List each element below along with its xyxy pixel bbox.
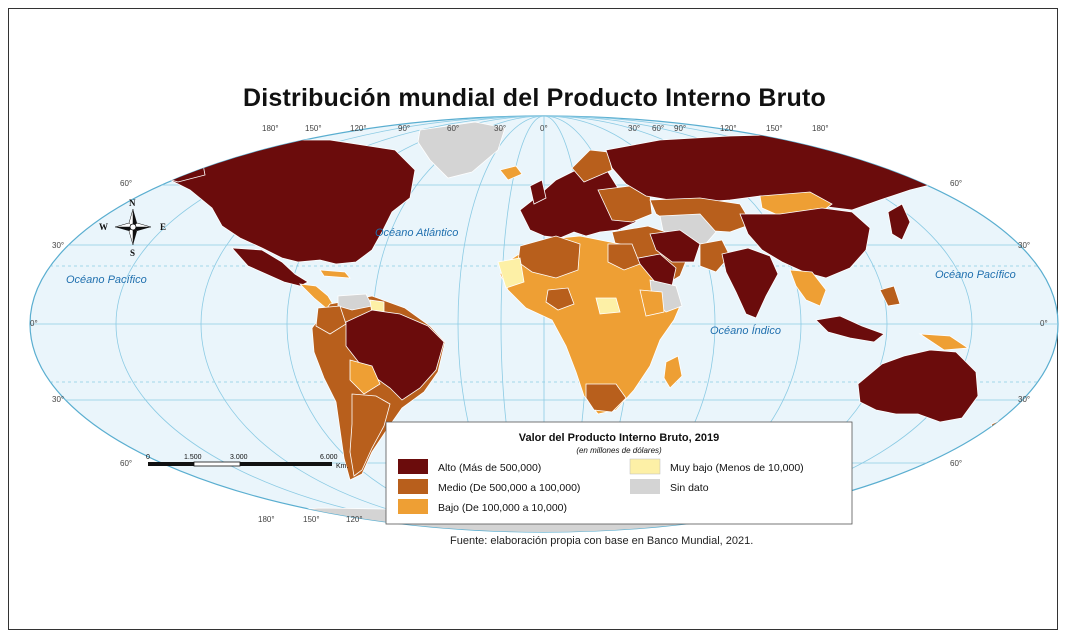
region-colombia bbox=[315, 305, 347, 335]
legend-swatch-muy-bajo bbox=[629, 458, 661, 475]
legend-swatch-medio bbox=[398, 479, 428, 494]
region-nigeria bbox=[545, 287, 575, 311]
ocean-label-indian: Océano Índico bbox=[710, 324, 781, 337]
graticule bbox=[30, 116, 1058, 532]
compass-s: S bbox=[130, 248, 135, 258]
compass-w: W bbox=[99, 222, 108, 232]
region-central-africa-lowest bbox=[595, 297, 621, 315]
legend-label-muy-bajo: Muy bajo (Menos de 10,000) bbox=[670, 462, 804, 474]
lat-label: 60° bbox=[120, 179, 132, 188]
lon-label: 90° bbox=[674, 124, 686, 133]
region-mexico bbox=[231, 247, 309, 287]
legend-box bbox=[385, 421, 853, 525]
region-south-africa bbox=[585, 383, 627, 413]
lon-label: 60° bbox=[447, 124, 459, 133]
legend-swatch-bajo bbox=[398, 499, 428, 514]
lon-label: 90° bbox=[398, 124, 410, 133]
lon-label: 60° bbox=[652, 124, 664, 133]
region-india bbox=[721, 247, 779, 319]
scale-tick: 0 bbox=[146, 454, 150, 461]
region-indonesia bbox=[815, 315, 885, 343]
region-mauritania bbox=[497, 257, 525, 289]
compass-e: E bbox=[160, 222, 166, 232]
lon-label: 120° bbox=[720, 124, 737, 133]
lon-label: 120° bbox=[350, 124, 367, 133]
scale-tick: 1.500 bbox=[184, 454, 202, 461]
compass-rose-icon bbox=[114, 208, 152, 246]
legend-label-sin-dato: Sin dato bbox=[670, 482, 709, 494]
map-title: Distribución mundial del Producto Intern… bbox=[242, 84, 826, 112]
region-pakistan bbox=[699, 239, 731, 273]
legend-label-medio: Medio (De 500,000 a 100,000) bbox=[438, 482, 580, 494]
legend-swatch-alto bbox=[398, 459, 428, 474]
lon-label: 180° bbox=[258, 515, 275, 524]
region-bolivia bbox=[349, 359, 381, 395]
region-australia bbox=[857, 349, 979, 423]
scale-bar: 0 1.500 3.000 6.000 Km. bbox=[146, 454, 349, 470]
lat-label: 60° bbox=[950, 179, 962, 188]
scale-unit: Km. bbox=[336, 463, 349, 470]
lat-label: 60° bbox=[950, 459, 962, 468]
lat-label: 30° bbox=[52, 395, 64, 404]
lon-label: 120° bbox=[346, 515, 363, 524]
region-iceland bbox=[499, 165, 523, 181]
legend: Valor del Producto Interno Bruto, 2019 (… bbox=[385, 421, 853, 525]
region-philippines bbox=[879, 285, 901, 307]
region-uk bbox=[529, 179, 547, 205]
lat-label: 60° bbox=[120, 459, 132, 468]
ocean-label-pacific-east: Océano Pacífico bbox=[935, 269, 1016, 281]
legend-label-bajo: Bajo (De 100,000 a 10,000) bbox=[438, 502, 567, 514]
region-caribbean bbox=[319, 269, 351, 279]
region-alaska bbox=[149, 147, 206, 183]
region-ethiopia bbox=[639, 289, 665, 317]
lon-label: 0° bbox=[540, 124, 548, 133]
region-north-america bbox=[159, 139, 416, 265]
lat-label: 0° bbox=[30, 319, 38, 328]
scale-tick: 3.000 bbox=[230, 454, 248, 461]
region-argentina bbox=[349, 393, 391, 477]
region-japan bbox=[887, 203, 911, 241]
scale-tick: 6.000 bbox=[320, 454, 338, 461]
lon-label: 180° bbox=[262, 124, 279, 133]
lat-label: 30° bbox=[1018, 241, 1030, 250]
lon-label: 150° bbox=[303, 515, 320, 524]
region-scandinavia bbox=[571, 149, 613, 183]
longitude-labels-bottom: 180° 150° 120° bbox=[258, 515, 363, 524]
lon-label: 150° bbox=[766, 124, 783, 133]
legend-label-alto: Alto (Más de 500,000) bbox=[438, 462, 541, 474]
compass-n: N bbox=[129, 198, 136, 208]
region-egypt bbox=[607, 243, 641, 271]
lat-label: 0° bbox=[1040, 319, 1048, 328]
longitude-labels-top: 180° 150° 120° 90° 60° 30° 0° 30° 60° 90… bbox=[262, 124, 829, 133]
lon-label: 30° bbox=[494, 124, 506, 133]
region-greenland bbox=[417, 121, 506, 179]
legend-title: Valor del Producto Interno Bruto, 2019 bbox=[519, 432, 719, 444]
lon-label: 30° bbox=[628, 124, 640, 133]
region-venezuela bbox=[337, 293, 373, 311]
region-papua bbox=[918, 333, 970, 351]
ocean-label-pacific-west: Océano Pacífico bbox=[66, 274, 147, 286]
source-note: Fuente: elaboración propia con base en B… bbox=[450, 535, 754, 547]
region-iran bbox=[649, 229, 701, 263]
region-madagascar bbox=[663, 355, 683, 389]
latitude-labels: 60° 30° 0° 30° 60° 60° 30° 0° 30° 60° bbox=[30, 179, 1048, 468]
ocean-labels: Océano Pacífico Océano Atlántico Océano … bbox=[66, 227, 1016, 337]
region-china bbox=[739, 207, 871, 279]
region-southeast-asia bbox=[789, 269, 827, 307]
lon-label: 150° bbox=[305, 124, 322, 133]
legend-subtitle: (en millones de dólares) bbox=[576, 446, 662, 455]
lon-label: 180° bbox=[812, 124, 829, 133]
lat-label: 30° bbox=[52, 241, 64, 250]
ocean-label-atlantic: Océano Atlántico bbox=[375, 227, 458, 239]
lat-label: 30° bbox=[1018, 395, 1030, 404]
legend-swatch-sin-dato bbox=[630, 479, 660, 494]
